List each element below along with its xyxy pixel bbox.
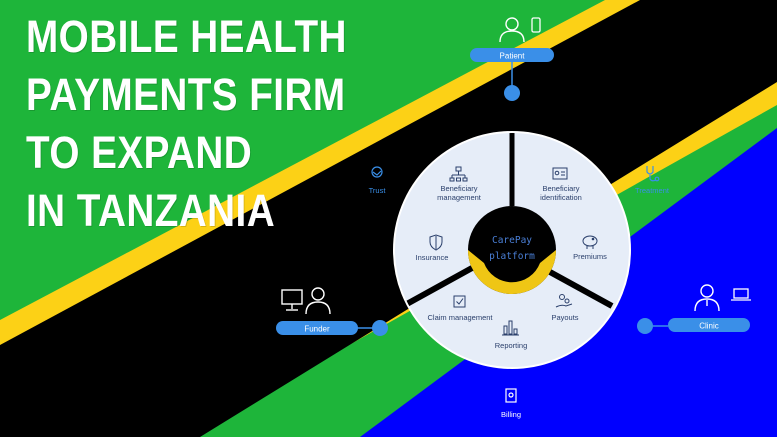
- stethoscope-icon: [646, 166, 660, 182]
- headline-line-1: MOBILE HEALTH: [26, 11, 347, 62]
- svg-text:Claim management: Claim management: [427, 313, 493, 322]
- patient-label: Patient: [500, 52, 526, 61]
- funder-actor: Funder: [276, 287, 358, 335]
- id-card-icon: [552, 167, 568, 180]
- svg-text:Reporting: Reporting: [495, 341, 528, 350]
- segment-payouts: Payouts: [551, 294, 579, 322]
- carepay-wheel: CarePay platform: [393, 130, 631, 369]
- svg-text:Beneficiary: Beneficiary: [440, 184, 477, 193]
- laptop-icon: [731, 288, 751, 301]
- clinic-pill: [668, 318, 750, 332]
- segment-premiums: Premiums: [573, 235, 607, 261]
- platform-label-line1: CarePay: [492, 235, 532, 246]
- segment-reporting: Reporting: [495, 320, 528, 350]
- clinic-node: [637, 318, 653, 334]
- segment-beneficiary-identification: Beneficiary identification: [540, 167, 582, 202]
- patient-pill: [470, 48, 554, 62]
- segment-insurance: Insurance: [416, 234, 449, 262]
- headline-line-4: IN TANZANIA: [26, 185, 276, 236]
- svg-text:Beneficiary: Beneficiary: [542, 184, 579, 193]
- svg-text:identification: identification: [540, 193, 582, 202]
- bar-chart-icon: [502, 320, 519, 336]
- funder-label: Funder: [304, 325, 330, 334]
- svg-text:Premiums: Premiums: [573, 252, 607, 261]
- patient-actor: Patient: [470, 17, 554, 62]
- billing-flow: Billing: [501, 388, 521, 419]
- funder-node: [372, 320, 388, 336]
- platform-label-line2: platform: [489, 251, 535, 262]
- doctor-icon: [694, 284, 720, 312]
- handshake-icon: [371, 166, 383, 178]
- receipt-icon: [505, 388, 517, 403]
- monitor-icon: [281, 289, 303, 311]
- headline: MOBILE HEALTH PAYMENTS FIRM TO EXPAND IN…: [26, 8, 347, 240]
- trust-label: Trust: [369, 186, 387, 195]
- segment-beneficiary-management: Beneficiary management: [437, 166, 482, 202]
- funder-person-icon: [305, 287, 331, 315]
- funder-pill: [276, 321, 358, 335]
- piggy-bank-icon: [582, 235, 598, 249]
- clinic-label: Clinic: [699, 322, 719, 331]
- patient-person-icon: [499, 17, 525, 43]
- hand-coins-icon: [555, 294, 573, 308]
- billing-label: Billing: [501, 410, 521, 419]
- trust-flow: Trust: [369, 166, 387, 195]
- checkbox-icon: [453, 295, 466, 308]
- svg-text:Insurance: Insurance: [416, 253, 449, 262]
- svg-text:management: management: [437, 193, 482, 202]
- treatment-label: Treatment: [635, 186, 670, 195]
- smartphone-icon: [531, 17, 541, 33]
- headline-line-3: TO EXPAND: [26, 127, 253, 178]
- org-chart-icon: [449, 166, 468, 182]
- segment-claim-management: Claim management: [427, 295, 493, 322]
- shield-icon: [429, 234, 443, 251]
- treatment-flow: Treatment: [635, 166, 670, 195]
- patient-node: [504, 85, 520, 101]
- clinic-actor: Clinic: [668, 284, 751, 332]
- svg-text:Payouts: Payouts: [551, 313, 578, 322]
- headline-line-2: PAYMENTS FIRM: [26, 69, 346, 120]
